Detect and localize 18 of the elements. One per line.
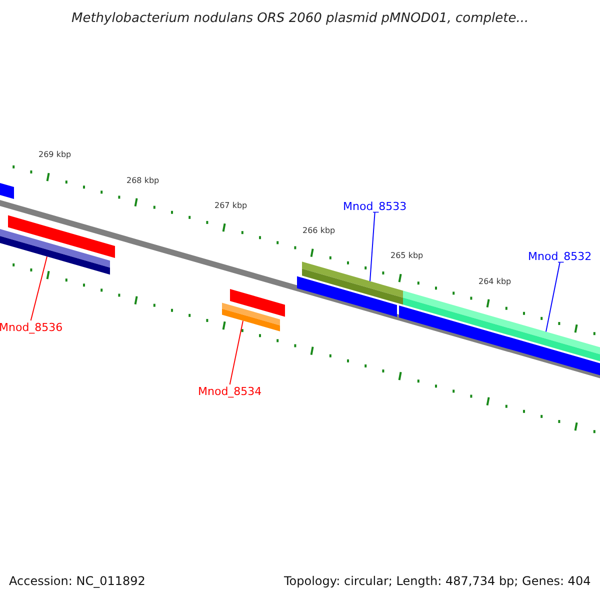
scale-label: 266 kbp [302, 226, 336, 236]
scale-label: 265 kbp [390, 251, 424, 260]
gene-label: Mnod_8536 [0, 320, 63, 334]
gene-bar [0, 229, 110, 275]
gene-label: Mnod_8532 [528, 250, 592, 262]
scale-label: 268 kbp [126, 176, 160, 185]
gene-label: Mnod_8533 [343, 200, 407, 212]
gene-bar [403, 290, 600, 362]
leader-line [229, 320, 244, 385]
genome-info-text: Topology: circular; Length: 487,734 bp; Genes: 404 [284, 574, 591, 588]
gene-label: Mnod_8534 [198, 384, 262, 398]
gene-bar [222, 302, 280, 332]
title: Methylobacterium nodulans ORS 2060 plasmid pMNOD01, complete... [72, 10, 529, 26]
gene-bar [302, 262, 403, 305]
leader-line [30, 256, 48, 321]
scale-label: 267 kbp [214, 200, 248, 210]
scale-label: 269 kbp [38, 150, 72, 160]
accession-text: Accession: NC_011892 [9, 574, 146, 588]
